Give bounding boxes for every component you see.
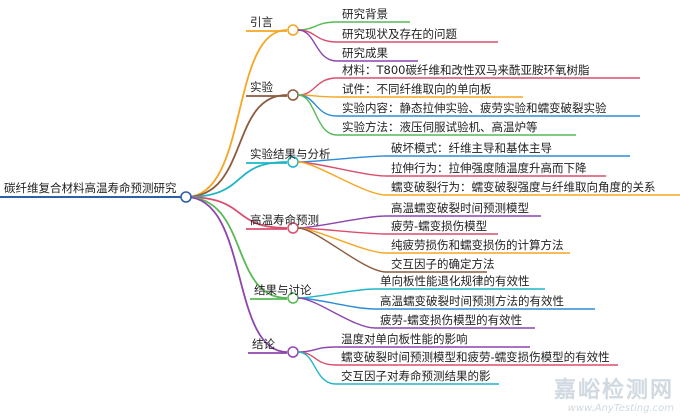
child-label-3-1: 疲劳-蠕变损伤模型 — [391, 219, 488, 233]
branch-label-2: 实验结果与分析 — [250, 147, 331, 161]
branch-node-1[interactable] — [287, 89, 299, 101]
watermark-text: 嘉峪检测网 — [553, 378, 674, 403]
child-connector-2-1 — [297, 161, 387, 177]
branch-label-3: 高温寿命预测 — [250, 213, 319, 227]
watermark: 嘉峪检测网 www.AnyTesting.com — [554, 379, 674, 415]
branch-connector-3 — [185, 196, 288, 229]
child-connector-2-2 — [297, 161, 387, 196]
child-label-3-2: 纯疲劳损伤和蠕变损伤的计算方法 — [391, 238, 564, 252]
child-connector-5-2 — [297, 351, 337, 385]
child-label-1-1: 试件：不同纤维取向的单向板 — [342, 82, 492, 96]
child-connector-1-3 — [297, 94, 338, 136]
child-connector-4-2 — [297, 297, 376, 329]
child-connector-1-2 — [297, 94, 338, 117]
branch-connector-0 — [185, 29, 288, 198]
branch-label-5: 结论 — [252, 337, 275, 351]
child-label-0-2: 研究成果 — [342, 46, 388, 60]
child-label-2-1: 拉伸行为：拉伸强度随温度升高而下降 — [391, 161, 587, 175]
child-label-0-0: 研究背景 — [342, 7, 388, 21]
child-connector-3-3 — [297, 227, 387, 273]
child-connector-1-0 — [297, 77, 338, 96]
child-label-3-0: 高温蠕变破裂时间预测模型 — [391, 201, 529, 215]
child-label-0-1: 研究现状及存在的问题 — [342, 27, 457, 41]
branch-label-0: 引言 — [250, 15, 273, 29]
child-label-2-2: 蠕变破裂行为：蠕变破裂强度与纤维取向角度的关系 — [391, 180, 656, 194]
child-label-5-1: 蠕变破裂时间预测模型和疲劳-蠕变损伤模型的有效性 — [341, 350, 610, 364]
branch-connector-5 — [185, 196, 288, 353]
branch-connector-4 — [185, 196, 288, 299]
root-label: 碳纤维复合材料高温寿命预测研究 — [4, 181, 177, 195]
watermark-url: www.AnyTesting.com — [567, 403, 674, 414]
child-label-4-2: 疲劳-蠕变损伤模型的有效性 — [380, 313, 523, 327]
child-connector-0-0 — [297, 21, 338, 31]
branch-connector-1 — [185, 94, 288, 198]
child-label-4-0: 单向板性能退化规律的有效性 — [380, 274, 530, 288]
child-connector-4-1 — [297, 297, 376, 310]
branch-label-4: 结果与讨论 — [254, 283, 312, 297]
child-label-2-0: 破坏模式：纤维主导和基体主导 — [391, 141, 552, 155]
child-label-4-1: 高温蠕变破裂时间预测方法的有效性 — [380, 294, 564, 308]
root-node[interactable] — [180, 191, 192, 203]
child-label-5-0: 温度对单向板性能的影响 — [341, 332, 468, 346]
child-label-1-0: 材料：T800碳纤维和改性双马来酰亚胺环氧树脂 — [342, 63, 590, 77]
branch-node-0[interactable] — [287, 24, 299, 36]
branch-label-1: 实验 — [250, 80, 273, 94]
child-connector-5-0 — [297, 346, 337, 353]
branch-node-5[interactable] — [287, 346, 299, 358]
branch-connector-2 — [185, 161, 288, 198]
child-label-5-2: 交互因子对寿命预测结果的影 — [341, 369, 491, 383]
child-label-1-2: 实验内容：静态拉伸实验、疲劳实验和蠕变破裂实验 — [342, 101, 607, 115]
child-label-3-3: 交互因子的确定方法 — [391, 257, 495, 271]
child-label-1-3: 实验方法：液压伺服试验机、高温炉等 — [342, 120, 538, 134]
child-connector-0-2 — [297, 29, 338, 62]
